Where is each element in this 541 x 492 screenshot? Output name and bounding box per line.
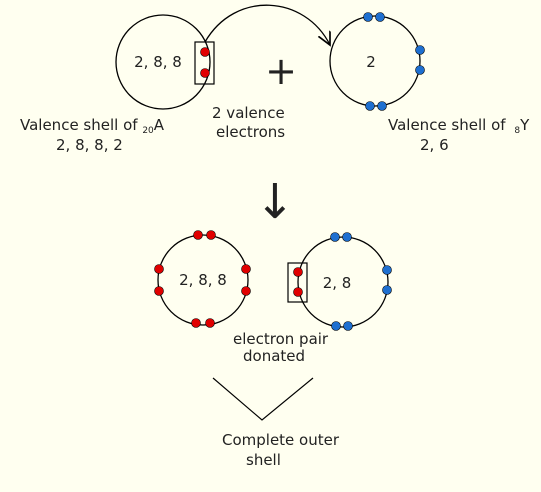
electron-pa-8 [205,318,215,328]
electron-pa-6 [241,286,251,296]
atom-a-label-prefix: Valence shell of [20,116,142,134]
atom-y-symbol: Y [519,116,530,134]
valence-label-line1: 2 valence [212,104,285,122]
product-a-shell-circle [157,234,249,326]
pair-label-line1: electron pair [233,330,329,348]
atom-a-label: Valence shell of 20A [20,116,165,136]
atom-y: 2 [329,12,425,111]
electron-pair-box [287,262,308,303]
product-y: 2, 8 [287,232,392,331]
electron-y-4 [415,65,425,75]
product-a: 2, 8, 8 [154,230,251,328]
atom-y-shell-text: 2 [366,53,376,71]
atom-a-configuration: 2, 8, 8, 2 [56,136,123,154]
atom-a-shell-text: 2, 8, 8 [134,53,182,71]
product-y-shell-text: 2, 8 [323,274,352,292]
electron-pair-1 [293,267,303,277]
electron-y-3 [415,45,425,55]
electron-y-2 [375,12,385,22]
electron-py-6 [343,321,353,331]
atom-y-atomic-number: 8 [514,126,520,136]
atom-a: 2, 8, 8 [115,14,215,110]
electron-y-6 [377,101,387,111]
electron-py-2 [342,232,352,242]
pair-label-line2: donated [243,347,305,365]
electron-a-valence-2 [200,68,210,78]
electron-y-1 [363,12,373,22]
electron-a-valence-1 [200,47,210,57]
valence-electron-box [194,41,215,85]
electron-pa-7 [191,318,201,328]
electron-py-3 [382,265,392,275]
plus-sign: + [265,49,297,93]
electron-pa-4 [154,286,164,296]
complete-shell-bracket [212,377,314,421]
transfer-arrow [204,4,330,45]
valence-label-line2: electrons [216,123,285,141]
atom-a-atomic-number: 20 [142,126,154,136]
atom-a-symbol: A [154,116,165,134]
electron-py-4 [382,285,392,295]
electron-pa-5 [241,264,251,274]
atom-y-label: Valence shell of 8Y [388,116,530,136]
electron-pa-1 [193,230,203,240]
electron-pair-2 [293,287,303,297]
electron-py-5 [331,321,341,331]
product-a-shell-text: 2, 8, 8 [179,271,227,289]
atom-y-shell-circle [329,15,421,107]
electron-pa-2 [206,230,216,240]
down-arrow-icon: ↓ [255,174,295,230]
electron-py-1 [330,232,340,242]
outer-label-line2: shell [246,451,281,469]
electron-pa-3 [154,264,164,274]
electron-y-5 [365,101,375,111]
atom-y-label-prefix: Valence shell of [388,116,510,134]
outer-label-line1: Complete outer [222,431,340,449]
atom-y-configuration: 2, 6 [420,136,449,154]
atom-a-shell-circle [115,14,211,110]
